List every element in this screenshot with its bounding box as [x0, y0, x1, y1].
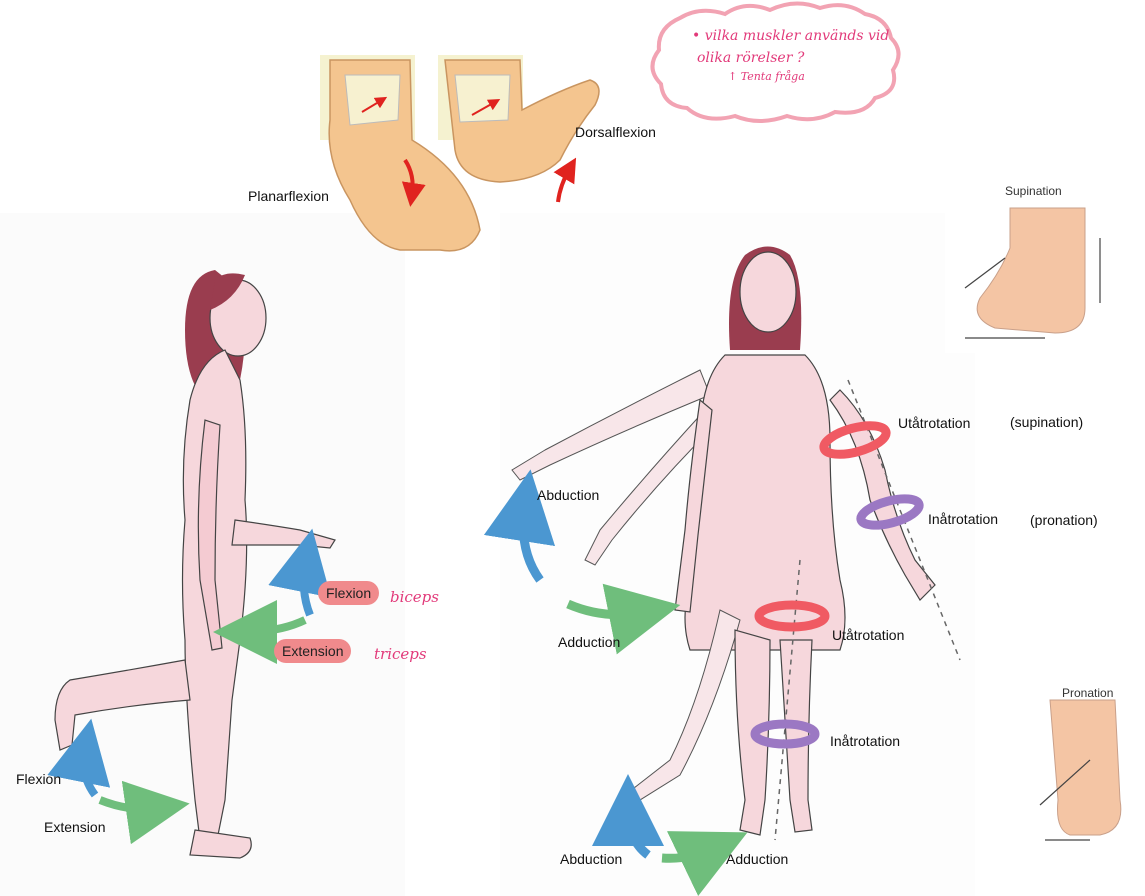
left-figure: [47, 270, 336, 859]
note-line-1: • vilka muskler används vid: [692, 28, 890, 44]
note-cloud: [650, 1, 901, 123]
label-abduction-arm: Abduction: [537, 487, 600, 503]
label-flexion-leg: Flexion: [16, 771, 62, 787]
foot-planarflexion: [320, 55, 481, 252]
label-flexion-arm: Flexion: [318, 581, 380, 605]
label-extension-leg: Extension: [44, 819, 106, 835]
label-triceps: triceps: [374, 645, 427, 663]
label-dorsalflexion: Dorsalflexion: [575, 124, 656, 140]
label-adduction-arm: Adduction: [558, 634, 621, 650]
label-inatrotation-leg: Inåtrotation: [830, 733, 901, 749]
label-planarflexion: Planarflexion: [248, 188, 329, 204]
pronation-title: Pronation: [1062, 686, 1114, 700]
supination-title: Supination: [1005, 184, 1062, 198]
label-utatrotation-arm: Utåtrotation: [898, 415, 971, 431]
label-abduction-leg: Abduction: [560, 851, 623, 867]
label-utatrotation-leg: Utåtrotation: [832, 627, 905, 643]
note-line-3: ↑ Tenta fråga: [728, 70, 805, 83]
label-biceps: biceps: [390, 588, 439, 606]
label-pronation: (pronation): [1030, 512, 1098, 528]
label-extension-arm: Extension: [274, 639, 352, 663]
supination-thumbnail: Supination: [945, 178, 1120, 353]
right-figure: [483, 246, 961, 896]
label-adduction-leg: Adduction: [726, 851, 789, 867]
pronation-thumbnail: Pronation: [1000, 680, 1145, 855]
label-supination: (supination): [1010, 414, 1084, 430]
foot-dorsalflexion: [438, 55, 600, 203]
label-inatrotation-arm: Inåtrotation: [928, 511, 999, 527]
note-line-2: olika rörelser ?: [697, 50, 805, 66]
